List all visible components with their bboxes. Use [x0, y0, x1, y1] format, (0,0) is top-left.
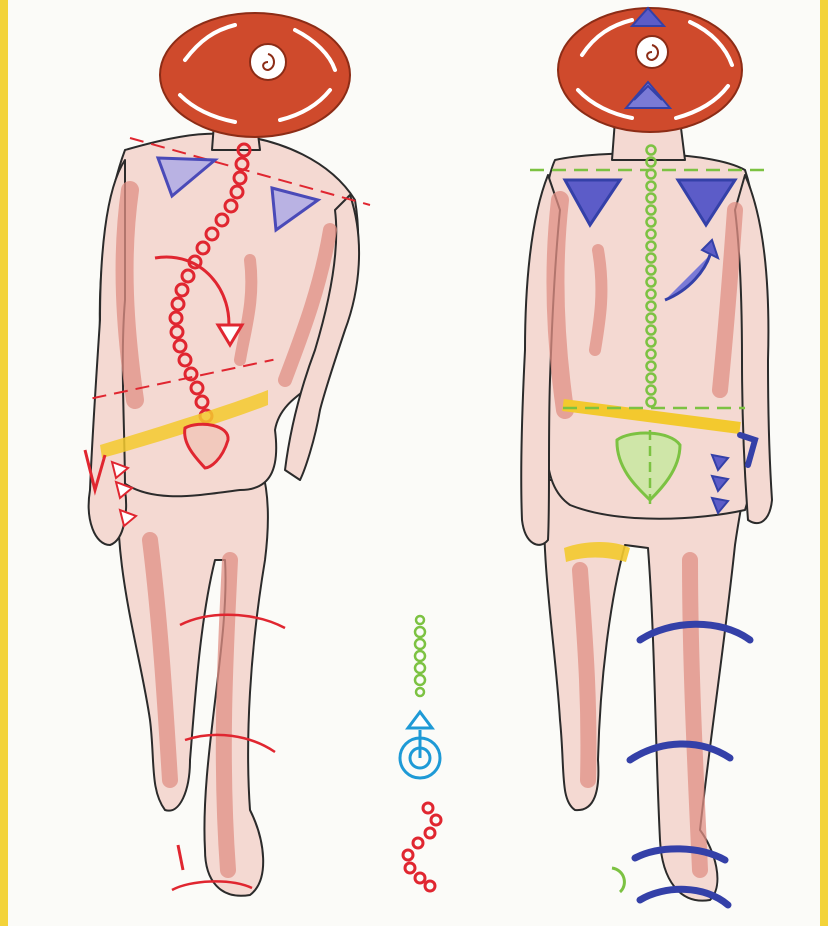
green-straight-spine-icon	[415, 616, 425, 696]
blue-upward-spiral-icon	[400, 712, 440, 778]
right-figure	[521, 8, 772, 905]
right-figure-legs	[544, 480, 745, 901]
right-figure-hair	[558, 8, 742, 132]
red-curved-spine-icon	[403, 803, 441, 891]
left-figure-legs	[118, 470, 268, 896]
left-figure-hair	[160, 13, 350, 137]
left-figure	[85, 13, 370, 896]
